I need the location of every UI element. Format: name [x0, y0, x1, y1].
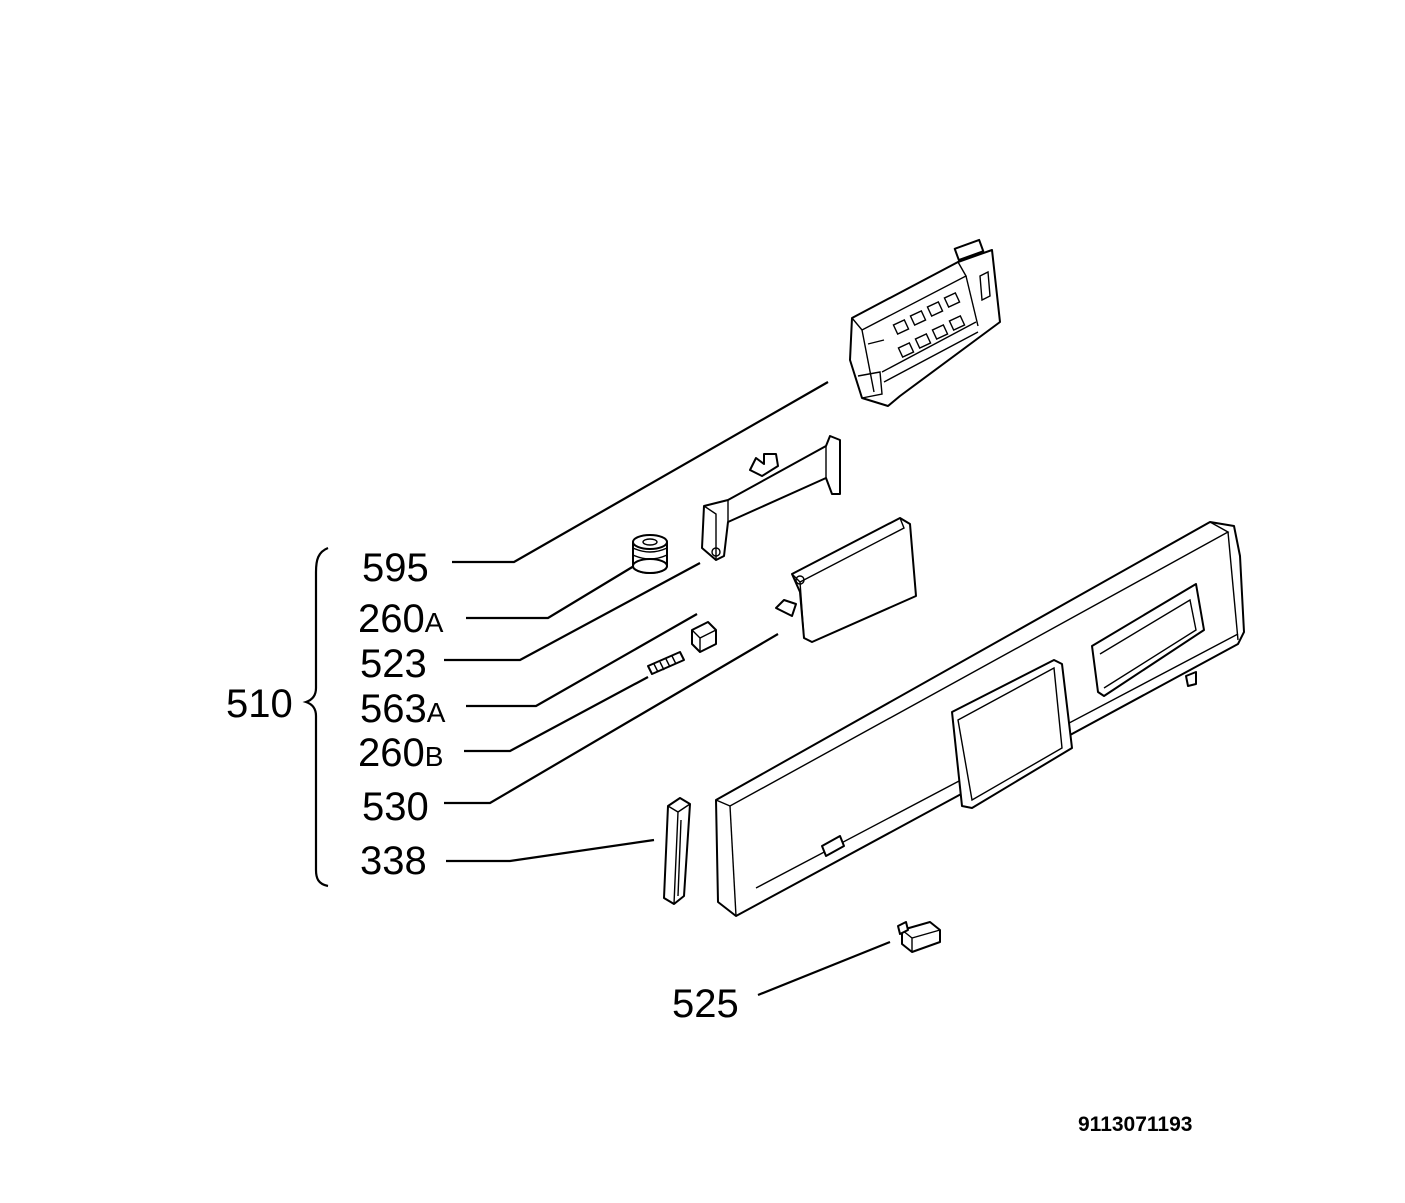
leader-563a — [466, 613, 698, 708]
label-510: 510 — [226, 682, 293, 726]
main-control-panel — [715, 521, 1245, 917]
leader-260a — [466, 565, 635, 620]
part-563a-knob — [691, 621, 717, 653]
part-530-cover — [775, 517, 917, 643]
label-595: 595 — [362, 546, 429, 590]
part-260a-spring — [632, 534, 668, 574]
label-523: 523 — [360, 642, 427, 686]
part-260b-spring — [647, 651, 685, 675]
label-530: 530 — [362, 785, 429, 829]
diagram-code: 9113071193 — [1078, 1113, 1192, 1136]
part-595-control-module — [849, 238, 1001, 407]
leader-523 — [444, 562, 701, 662]
leader-525 — [757, 940, 891, 997]
leader-530 — [444, 633, 779, 805]
label-563a: 563A — [360, 687, 446, 731]
label-260b: 260B — [358, 731, 443, 775]
part-525-clip — [897, 921, 941, 953]
leader-595 — [452, 381, 829, 564]
label-260a: 260A — [358, 597, 444, 641]
group-brace-510 — [302, 546, 329, 888]
leader-260b — [464, 676, 649, 753]
leader-338 — [446, 838, 655, 863]
label-338: 338 — [360, 839, 427, 883]
part-338-strip — [663, 797, 691, 905]
part-523-bracket — [701, 435, 841, 561]
label-525: 525 — [672, 982, 739, 1026]
